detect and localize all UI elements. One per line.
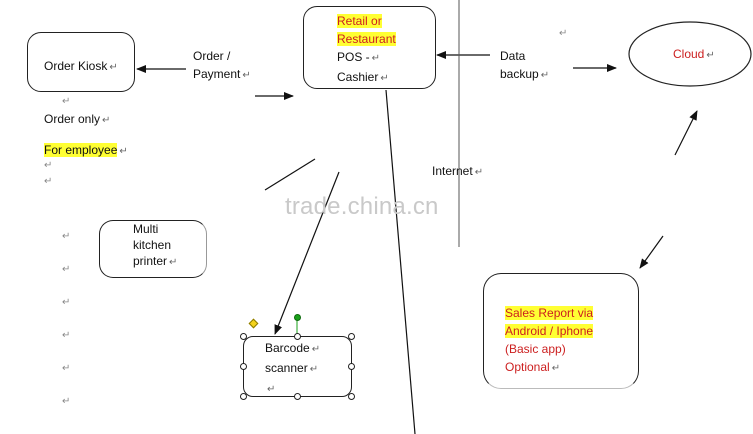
line-to-kitchen-printer bbox=[264, 158, 316, 191]
resize-handle-top-right[interactable] bbox=[348, 333, 355, 340]
resize-handle-bottom-left[interactable] bbox=[240, 393, 247, 400]
resize-handle-bottom-center[interactable] bbox=[294, 393, 301, 400]
pos-label: Retail or Restaurant POS -↵ Cashier↵ bbox=[337, 12, 396, 88]
arrow-to-barcode-scanner bbox=[274, 171, 340, 335]
edge-label-payment: Payment bbox=[193, 67, 241, 81]
return-mark: ↵ bbox=[119, 146, 128, 157]
edge-label-order-payment: Order / Payment↵ bbox=[193, 47, 251, 85]
return-mark: ↵ bbox=[380, 73, 389, 84]
return-mark: ↵ bbox=[309, 364, 319, 375]
return-mark: ↵ bbox=[62, 396, 71, 407]
resize-handle-top-left[interactable] bbox=[240, 333, 247, 340]
kitchen-printer-label: Multi kitchen printer↵ bbox=[133, 221, 177, 271]
sales-report-line-platform: Android / Iphone bbox=[505, 324, 594, 338]
edge-label-order: Order / bbox=[193, 49, 231, 63]
sales-report-label: Sales Report via Android / Iphone (Basic… bbox=[505, 304, 594, 378]
return-mark: ↵ bbox=[62, 231, 71, 242]
pos-down-line bbox=[385, 89, 416, 434]
return-mark: ↵ bbox=[62, 264, 71, 275]
return-mark: ↵ bbox=[62, 363, 71, 374]
kitchen-printer-line-kitchen: kitchen bbox=[133, 238, 172, 252]
return-mark: ↵ bbox=[44, 160, 53, 171]
watermark: trade.china.cn bbox=[285, 193, 439, 220]
barcode-scanner-label: Barcode↵ scanner↵ ↵ bbox=[265, 339, 320, 399]
cloud-text: Cloud bbox=[673, 47, 705, 61]
note-order-only-text: Order only bbox=[44, 112, 101, 126]
kitchen-printer-line-multi: Multi bbox=[133, 222, 159, 236]
cloud-label: Cloud↵ bbox=[673, 45, 715, 65]
return-mark: ↵ bbox=[540, 70, 550, 81]
sales-report-line-optional: Optional bbox=[505, 360, 550, 374]
edge-label-internet: Internet↵ bbox=[432, 162, 483, 182]
arrow-cloud-to-report bbox=[639, 235, 664, 269]
sales-report-line-basic-app: (Basic app) bbox=[505, 342, 566, 356]
order-kiosk-text: Order Kiosk bbox=[44, 59, 108, 73]
pos-line-restaurant: Restaurant bbox=[337, 32, 396, 46]
arrow-report-to-cloud bbox=[674, 110, 698, 156]
return-mark: ↵ bbox=[102, 115, 111, 126]
edge-label-internet-text: Internet bbox=[432, 164, 473, 178]
return-mark: ↵ bbox=[474, 167, 484, 178]
return-mark: ↵ bbox=[371, 53, 381, 64]
return-mark: ↵ bbox=[169, 257, 178, 268]
sales-report-line-title: Sales Report via bbox=[505, 306, 594, 320]
return-mark: ↵ bbox=[267, 384, 276, 395]
resize-handle-top-center[interactable] bbox=[294, 333, 301, 340]
return-mark: ↵ bbox=[44, 176, 53, 187]
rotation-handle[interactable] bbox=[294, 314, 301, 321]
resize-handle-middle-left[interactable] bbox=[240, 363, 247, 370]
return-mark: ↵ bbox=[109, 62, 118, 73]
cloud-node-shape bbox=[628, 21, 752, 87]
order-kiosk-label: Order Kiosk↵ bbox=[44, 57, 118, 77]
kitchen-printer-line-printer: printer bbox=[133, 254, 168, 268]
pos-line-retail: Retail or bbox=[337, 14, 382, 28]
order-kiosk-node bbox=[27, 32, 135, 92]
pos-line-pos: POS - bbox=[337, 50, 370, 64]
note-for-employee: For employee↵ bbox=[44, 141, 128, 161]
return-mark: ↵ bbox=[311, 344, 321, 355]
barcode-scanner-line-barcode: Barcode bbox=[265, 341, 310, 355]
pos-line-cashier: Cashier bbox=[337, 70, 379, 84]
resize-handle-middle-right[interactable] bbox=[348, 363, 355, 370]
barcode-scanner-line-scanner: scanner bbox=[265, 361, 308, 375]
return-mark: ↵ bbox=[551, 363, 561, 374]
edge-label-data: Data bbox=[500, 49, 526, 63]
return-mark: ↵ bbox=[242, 70, 251, 81]
return-mark: ↵ bbox=[559, 28, 568, 39]
note-order-only: Order only↵ bbox=[44, 110, 110, 130]
return-mark: ↵ bbox=[62, 96, 71, 107]
return-mark: ↵ bbox=[706, 50, 715, 61]
return-mark: ↵ bbox=[62, 297, 71, 308]
resize-handle-bottom-right[interactable] bbox=[348, 393, 355, 400]
return-mark: ↵ bbox=[62, 330, 71, 341]
note-for-employee-text: For employee bbox=[44, 143, 118, 157]
edge-label-backup: backup bbox=[500, 67, 539, 81]
kitchen-printer-node bbox=[99, 220, 207, 278]
edge-label-data-backup: Data backup↵ bbox=[500, 47, 549, 85]
